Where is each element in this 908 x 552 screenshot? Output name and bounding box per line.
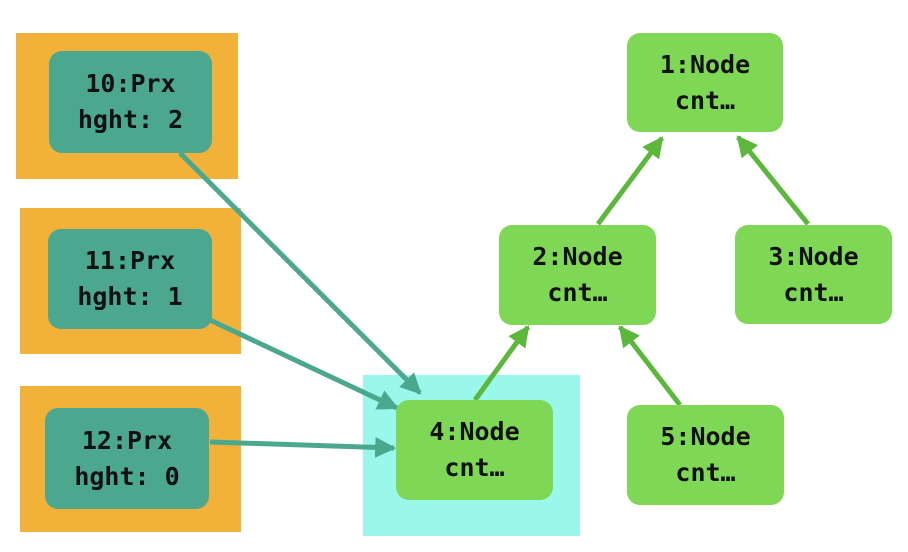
graph-node-1-count: cnt… — [674, 85, 736, 115]
graph-node-4-count: cnt… — [444, 453, 505, 482]
graph-node-5[interactable]: 5:Node cnt… — [627, 405, 784, 505]
edge-5-to-2 — [618, 325, 682, 407]
proxy-node-11-height: hght: 1 — [77, 282, 183, 311]
edge-10-to-4 — [178, 151, 422, 395]
proxy-node-12[interactable]: 12:Prx hght: 0 — [45, 408, 209, 509]
proxy-node-10[interactable]: 10:Prx hght: 2 — [49, 51, 212, 153]
edge-12-to-4 — [209, 436, 397, 458]
graph-node-3-title: 3:Node — [768, 241, 859, 271]
proxy-node-11-title: 11:Prx — [84, 246, 176, 275]
edge-3-to-1 — [736, 135, 810, 226]
proxy-node-12-height: hght: 0 — [74, 461, 180, 491]
proxy-node-10-height: hght: 2 — [77, 105, 184, 134]
graph-node-2-title: 2:Node — [532, 242, 623, 271]
edge-2-to-1 — [595, 136, 665, 226]
proxy-node-11[interactable]: 11:Prx hght: 1 — [48, 229, 212, 329]
edge-4-to-2 — [472, 325, 531, 402]
graph-node-1[interactable]: 1:Node cnt… — [627, 33, 783, 132]
graph-node-3-count: cnt… — [783, 277, 844, 307]
graph-node-3[interactable]: 3:Node cnt… — [735, 225, 892, 324]
graph-node-2-count: cnt… — [547, 278, 608, 307]
edge-11-to-4 — [208, 317, 399, 411]
graph-node-2[interactable]: 2:Node cnt… — [499, 225, 656, 325]
graph-node-4[interactable]: 4:Node cnt… — [396, 400, 553, 500]
graph-node-5-title: 5:Node — [660, 422, 751, 451]
graph-node-1-title: 1:Node — [659, 49, 751, 79]
proxy-node-10-title: 10:Prx — [85, 69, 176, 98]
graph-node-5-count: cnt… — [675, 458, 736, 487]
proxy-node-12-title: 12:Prx — [81, 425, 173, 455]
graph-node-4-title: 4:Node — [429, 417, 520, 446]
